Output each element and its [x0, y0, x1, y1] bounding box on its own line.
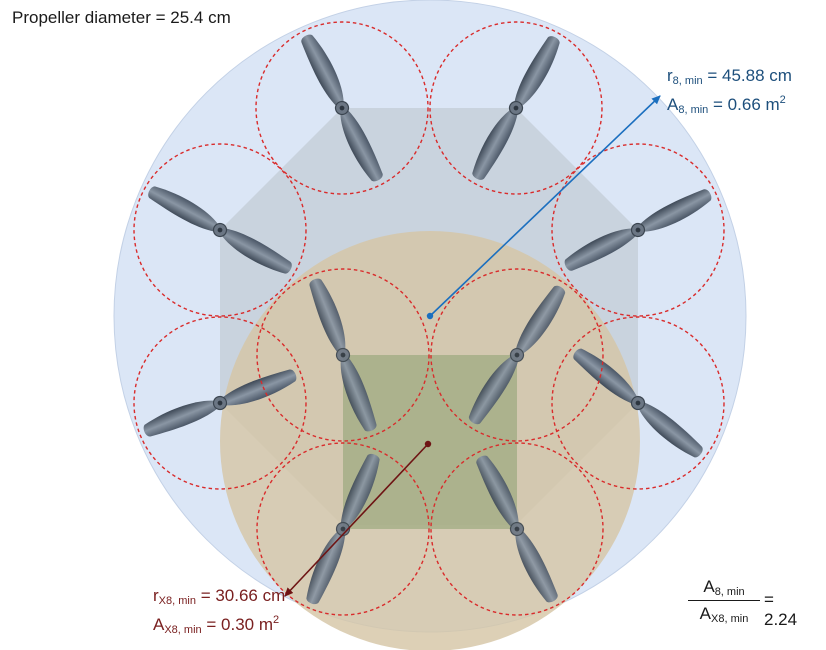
ratio-num-symbol: A: [703, 577, 715, 596]
x8-area-subscript: X8, min: [164, 624, 202, 636]
prop-circle-octo-4: [551, 316, 725, 490]
prop-circle-x8-3: [256, 442, 430, 616]
prop-circle-octo-1: [255, 21, 429, 195]
x8-radius-subscript: X8, min: [158, 595, 196, 607]
octo-radius-arrow: [429, 95, 661, 317]
prop-circle-x8-1: [256, 268, 430, 442]
octo-area-value: = 0.66 m: [708, 95, 780, 114]
fraction-bar: [688, 600, 760, 602]
propeller-diameter-circles: [133, 21, 725, 616]
x8-center-dot: [424, 440, 432, 448]
octo-radius-subscript: 8, min: [672, 75, 703, 87]
octo-min-area-label: A8, min = 0.66 m2: [667, 90, 786, 120]
octo-center-dot: [426, 312, 434, 320]
octo-area-unit-exponent: 2: [779, 94, 786, 106]
propeller-diameter-label: Propeller diameter = 25.4 cm: [12, 8, 231, 27]
ratio-denominator: AX8, min: [688, 604, 760, 629]
prop-circle-octo-2: [429, 21, 603, 195]
octo-area-subscript: 8, min: [678, 104, 709, 116]
prop-circle-x8-2: [430, 268, 604, 442]
x8-area-value: = 0.30 m: [201, 615, 273, 634]
prop-circle-x8-4: [430, 442, 604, 616]
x8-radius-value: = 30.66 cm: [195, 586, 286, 605]
ratio-value: = 2.24: [764, 590, 798, 629]
ratio-den-subscript: X8, min: [711, 613, 749, 625]
ratio-den-symbol: A: [699, 604, 712, 623]
x8-radius-arrow: [284, 443, 429, 597]
x8-radius-symbol: r: [153, 586, 159, 605]
octo-radius-value: = 45.88 cm: [702, 66, 792, 85]
x8-min-radius-label: rX8, min = 30.66 cm: [153, 586, 285, 611]
prop-circle-octo-3: [551, 143, 725, 317]
x8-area-unit-exponent: 2: [273, 614, 280, 626]
octo-radius-symbol: r: [667, 66, 673, 85]
ratio-num-subscript: 8, min: [714, 586, 745, 598]
prop-circle-octo-6: [133, 316, 307, 490]
x8-min-area-label: AX8, min = 0.30 m2: [153, 610, 279, 640]
octo-area-symbol: A: [667, 95, 679, 114]
x8-area-symbol: A: [153, 615, 165, 634]
octo-min-radius-label: r8, min = 45.88 cm: [667, 66, 792, 91]
prop-circle-octo-5: [133, 143, 307, 317]
ratio-numerator: A8, min: [688, 577, 760, 602]
